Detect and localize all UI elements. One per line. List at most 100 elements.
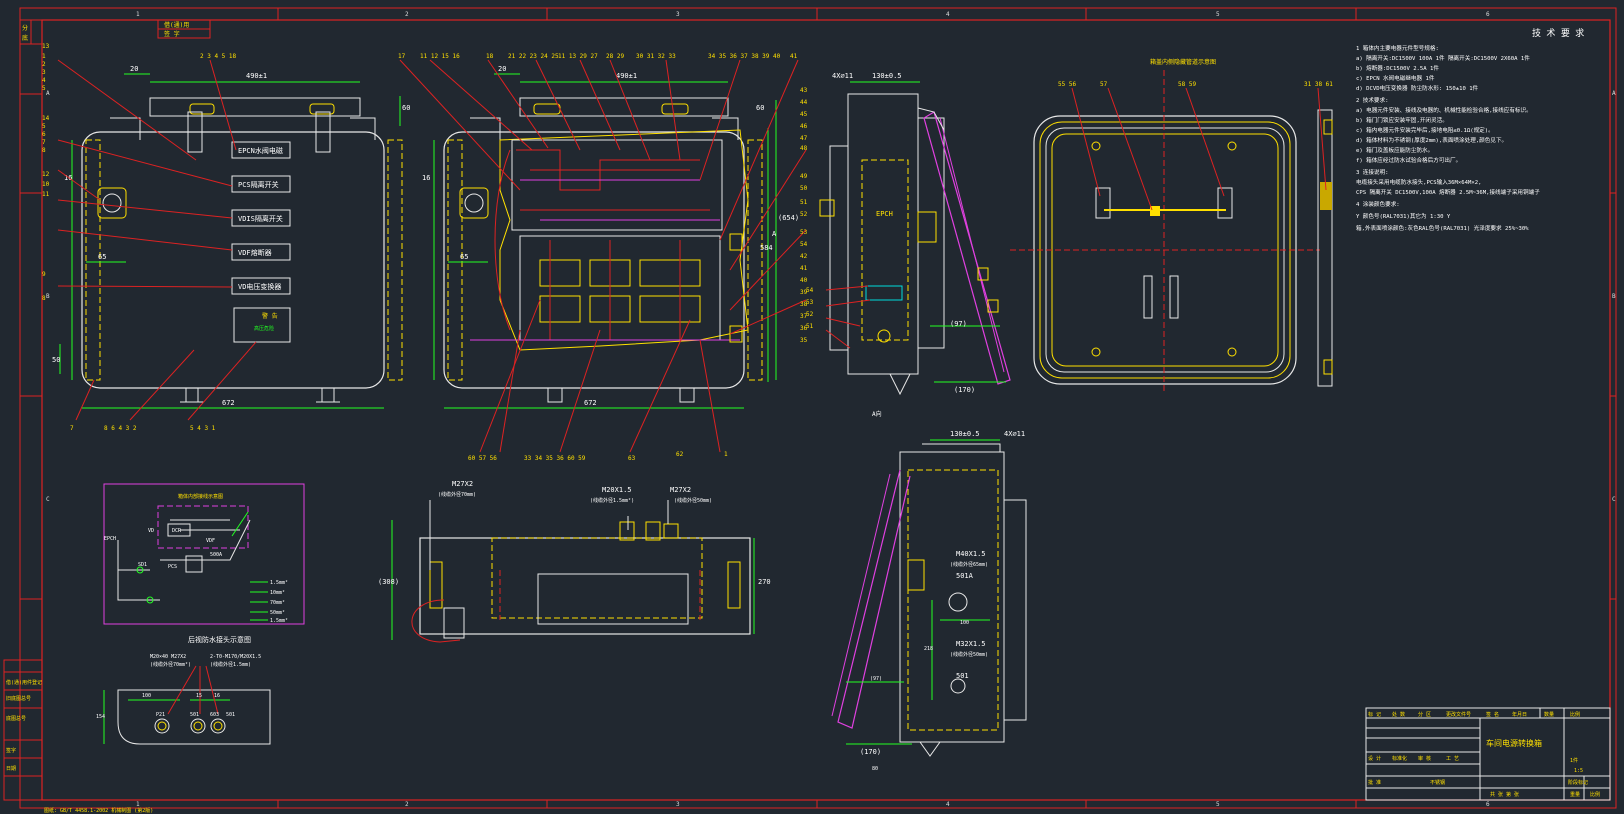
v3-callout: 53 xyxy=(806,299,814,306)
tb-row: 设 计 xyxy=(1368,755,1381,762)
revision-row: 借(通)用 xyxy=(164,21,189,29)
gland-label: M20×40 M27X2 xyxy=(150,654,186,660)
v2-callout: 21 22 23 24 25 xyxy=(508,53,559,60)
v1-label-vdf: VDF熔断器 xyxy=(238,248,272,257)
tb-row: 工 艺 xyxy=(1446,756,1459,762)
tech-line: b) 熔断器:DC1500V 2.5A 1件 xyxy=(1356,64,1439,72)
tech-line: CPS 隔离开关 DC1500V,100A 熔断器 2.5M~36M,接线端子采… xyxy=(1356,188,1540,196)
tb-col: 数量 xyxy=(1544,711,1554,718)
v2-callout-right: 46 xyxy=(800,123,808,130)
v1-dim-h2: 60 xyxy=(402,104,410,112)
v2-callout: 34 35 36 37 38 39 40 xyxy=(708,53,781,60)
v2-callout: 18 xyxy=(486,53,494,60)
tech-line: 2 技术要求: xyxy=(1356,96,1388,104)
legend-item: 70mm² xyxy=(270,600,285,606)
v2-callout: 28 29 xyxy=(606,53,624,60)
left-table-cell: 旧底图总号 xyxy=(6,695,31,702)
footer-note: 图纸: GB/T 4458.1-2002 机械制图 (第2版) xyxy=(44,807,153,814)
v2-callout-right: 52 xyxy=(800,211,808,218)
tech-line: c) EPCN 水阀电磁继电器 1件 xyxy=(1356,74,1435,82)
v1-warning-sub: 高压危险 xyxy=(254,325,274,332)
left-table-cell: 借(通)用件登记 xyxy=(6,679,42,686)
v6-label: (线缆外径1.5mm²) xyxy=(590,497,634,504)
grid-num: 4 xyxy=(946,11,950,18)
v4-callout: 58 59 xyxy=(1178,81,1196,88)
schematic-500a: 500A xyxy=(210,552,222,558)
view5-dimensions xyxy=(846,439,1000,745)
grid-num: 2 xyxy=(405,11,409,18)
v1-callout-left: 4 xyxy=(42,77,46,84)
schematic-title: 箱体内部接线示意图 xyxy=(178,493,223,500)
v3-epch: EPCH xyxy=(876,210,893,218)
tech-line: d) DCVD电压变换器 防尘防水形: 150±10 1件 xyxy=(1356,84,1479,92)
v1-callout-tag: 7 xyxy=(70,425,74,432)
tb-scale: 1:5 xyxy=(1574,768,1583,774)
v6-label: M27X2 xyxy=(670,486,691,494)
v2-callout-right: 41 xyxy=(800,265,808,272)
v1-callout-left2: 5 xyxy=(42,123,46,130)
v1-dim-top: 490±1 xyxy=(246,72,267,80)
v2-callout: 63 xyxy=(628,455,636,462)
v1-callout-bottom: 5 4 3 1 xyxy=(190,425,216,432)
tb-col: 年月日 xyxy=(1512,711,1527,718)
tb-col: 更改文件号 xyxy=(1446,711,1471,718)
tb-row: 阶段标记 xyxy=(1568,779,1588,786)
view1-text: EPCN水阀电磁 PCS隔离开关 VDIS隔离开关 VDF熔断器 VD电压变换器… xyxy=(238,146,283,332)
tb-col: 比例 xyxy=(1570,711,1580,718)
legend-item: 1.5mm² xyxy=(270,580,288,586)
left-table-cell: 签字 xyxy=(6,747,16,754)
v6-label: (线缆外径70mm) xyxy=(438,491,476,498)
v2-callout-right: 50 xyxy=(800,185,808,192)
v2-dim-top: 490±1 xyxy=(616,72,637,80)
v4-callout: 57 xyxy=(1100,81,1108,88)
v2-callout: 11 12 15 16 xyxy=(420,53,460,60)
v2-dim-left: 20 xyxy=(498,65,506,73)
grid-num: 1 xyxy=(136,11,140,18)
v6-label: (线缆外径50mm) xyxy=(674,497,712,504)
grid-labels: 1 2 3 4 5 6 1 2 3 4 5 6 A B C A B C xyxy=(46,11,1616,808)
tech-line: Y 颜色号(RAL7031)其它为 1:30 Y xyxy=(1356,212,1451,220)
technical-requirements: 技 术 要 求 1 箱体内主要电器元件型号规格: a) 隔离开关:DC1500V… xyxy=(1356,27,1584,232)
v2-callout-right: 38 xyxy=(800,301,808,308)
grid-num: 3 xyxy=(676,801,680,808)
grid-num: 6 xyxy=(1486,11,1490,18)
gland-tag: 501 xyxy=(190,712,199,718)
view4-leaders xyxy=(1071,87,1327,211)
tb-row: 批 准 xyxy=(1368,779,1381,786)
legend-item: 50mm² xyxy=(270,610,285,616)
schematic-vdf: VDF xyxy=(206,538,215,544)
tb-sheet: 共 张 第 张 xyxy=(1490,791,1519,798)
gland-dim: 16 xyxy=(214,693,220,699)
view1-leaders xyxy=(57,59,257,421)
v1-callout-left3: 8 xyxy=(42,295,46,302)
v5-dim: 130±0.5 xyxy=(950,430,980,438)
grid-letter: A xyxy=(1612,90,1616,97)
tech-line: a) 电器元件安装、接线及电器的、机械性能检验合格,接线应有标识。 xyxy=(1356,106,1532,114)
grid-letter: C xyxy=(1612,496,1616,503)
wiring-schematic: 箱体内部接线示意图 EPCH VD VDF PCS DCR 500A SD1 1… xyxy=(103,483,305,625)
tb-row: 重量 xyxy=(1570,791,1580,798)
title-block: 标 记 处 数 分 区 更改文件号 签 名 年月日 数量 比例 设 计 标准化 … xyxy=(1365,707,1611,801)
schematic-pcs: PCS xyxy=(168,564,177,570)
v6-dim: (308) xyxy=(378,578,399,586)
view-side-open xyxy=(819,93,1011,396)
v5-label: 501A xyxy=(956,572,974,580)
v2-dim-h3: 60 xyxy=(756,104,764,112)
v3-dim: 130±0.5 xyxy=(872,72,902,80)
tech-line: 1 箱体内主要电器元件型号规格: xyxy=(1356,44,1439,52)
tb-row: 标准化 xyxy=(1392,755,1407,762)
v2-dim-side: 65 xyxy=(460,253,468,261)
v2-arrow: A xyxy=(772,230,777,238)
v2-right-callouts: 43 44 45 46 47 48 49 50 51 52 53 54 42 4… xyxy=(800,87,808,344)
left-table-cell: 底图总号 xyxy=(6,715,26,722)
gland-dim: 154 xyxy=(96,714,105,720)
revision-box: 借(通)用 签 字 xyxy=(157,19,211,39)
schematic-vd: VD xyxy=(148,528,154,534)
schematic-row: SD1 xyxy=(138,562,147,568)
v2-callout: 1 xyxy=(724,451,728,458)
v1-callout-left2: 6 xyxy=(42,131,46,138)
v3-callout: 54 xyxy=(806,287,814,294)
v2-callout-right: 39 xyxy=(800,289,808,296)
gland-tag: 603 xyxy=(210,712,219,718)
